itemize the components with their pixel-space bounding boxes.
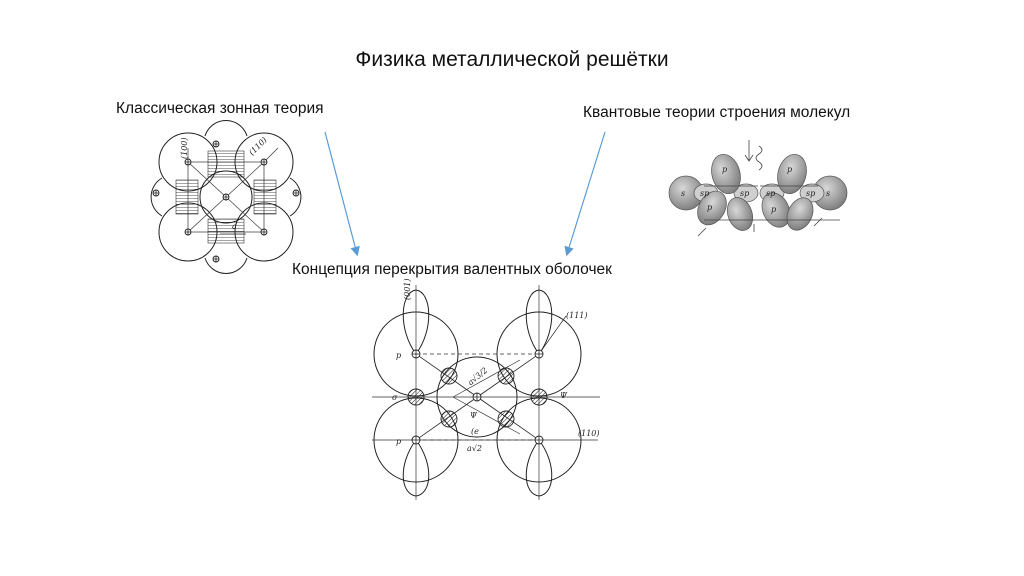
tag-eg: (e <box>471 427 479 436</box>
tag-s-2: s <box>826 189 830 198</box>
label-valence-shell-overlap: Концепция перекрытия валентных оболочек <box>292 261 612 278</box>
label-classical-band-theory: Классическая зонная теория <box>116 100 324 117</box>
tag-sp-2: sp <box>740 189 749 198</box>
tag-p-3: p <box>707 203 712 212</box>
tag-110-center: (110) <box>578 429 600 438</box>
figure-classical-lattice: (100) (110) a <box>150 120 302 274</box>
tag-111: (111) <box>566 311 588 320</box>
tag-a: a <box>232 222 237 231</box>
tag-sp-1: sp <box>700 189 709 198</box>
tag-p-4: p <box>771 205 776 214</box>
tag-sigma: σ <box>392 393 398 402</box>
tag-a-root2: a√2 <box>467 444 482 453</box>
tag-110: (110) <box>247 135 269 157</box>
figure-molecular-orbitals: p p p p s sp sp sp sp s <box>668 140 848 237</box>
arrow-left-to-center <box>324 131 360 257</box>
tag-001: (001) <box>403 278 412 300</box>
label-quantum-molecular-theories: Квантовые теории строения молекул <box>583 104 851 121</box>
tag-a-root3: a√3/2 <box>466 366 489 388</box>
tag-100: (100) <box>180 137 189 159</box>
tag-psi-d: Ψ <box>470 411 478 420</box>
tag-p-top: p <box>396 351 401 360</box>
tag-sp-3: sp <box>766 189 775 198</box>
tag-s-1: s <box>681 189 685 198</box>
tag-psi-s: Ψ <box>560 391 568 400</box>
slide-title: Физика металлической решётки <box>355 48 669 71</box>
arrow-right-to-center <box>564 131 606 257</box>
figure-valence-overlap: (001) (111) (110) p p a√3/2 Ψ Ψ (e a√2 σ <box>372 278 600 500</box>
tag-p-bottom: p <box>396 437 401 446</box>
tag-p-1: p <box>722 165 727 174</box>
tag-p-2: p <box>787 165 792 174</box>
tag-sp-4: sp <box>806 189 815 198</box>
